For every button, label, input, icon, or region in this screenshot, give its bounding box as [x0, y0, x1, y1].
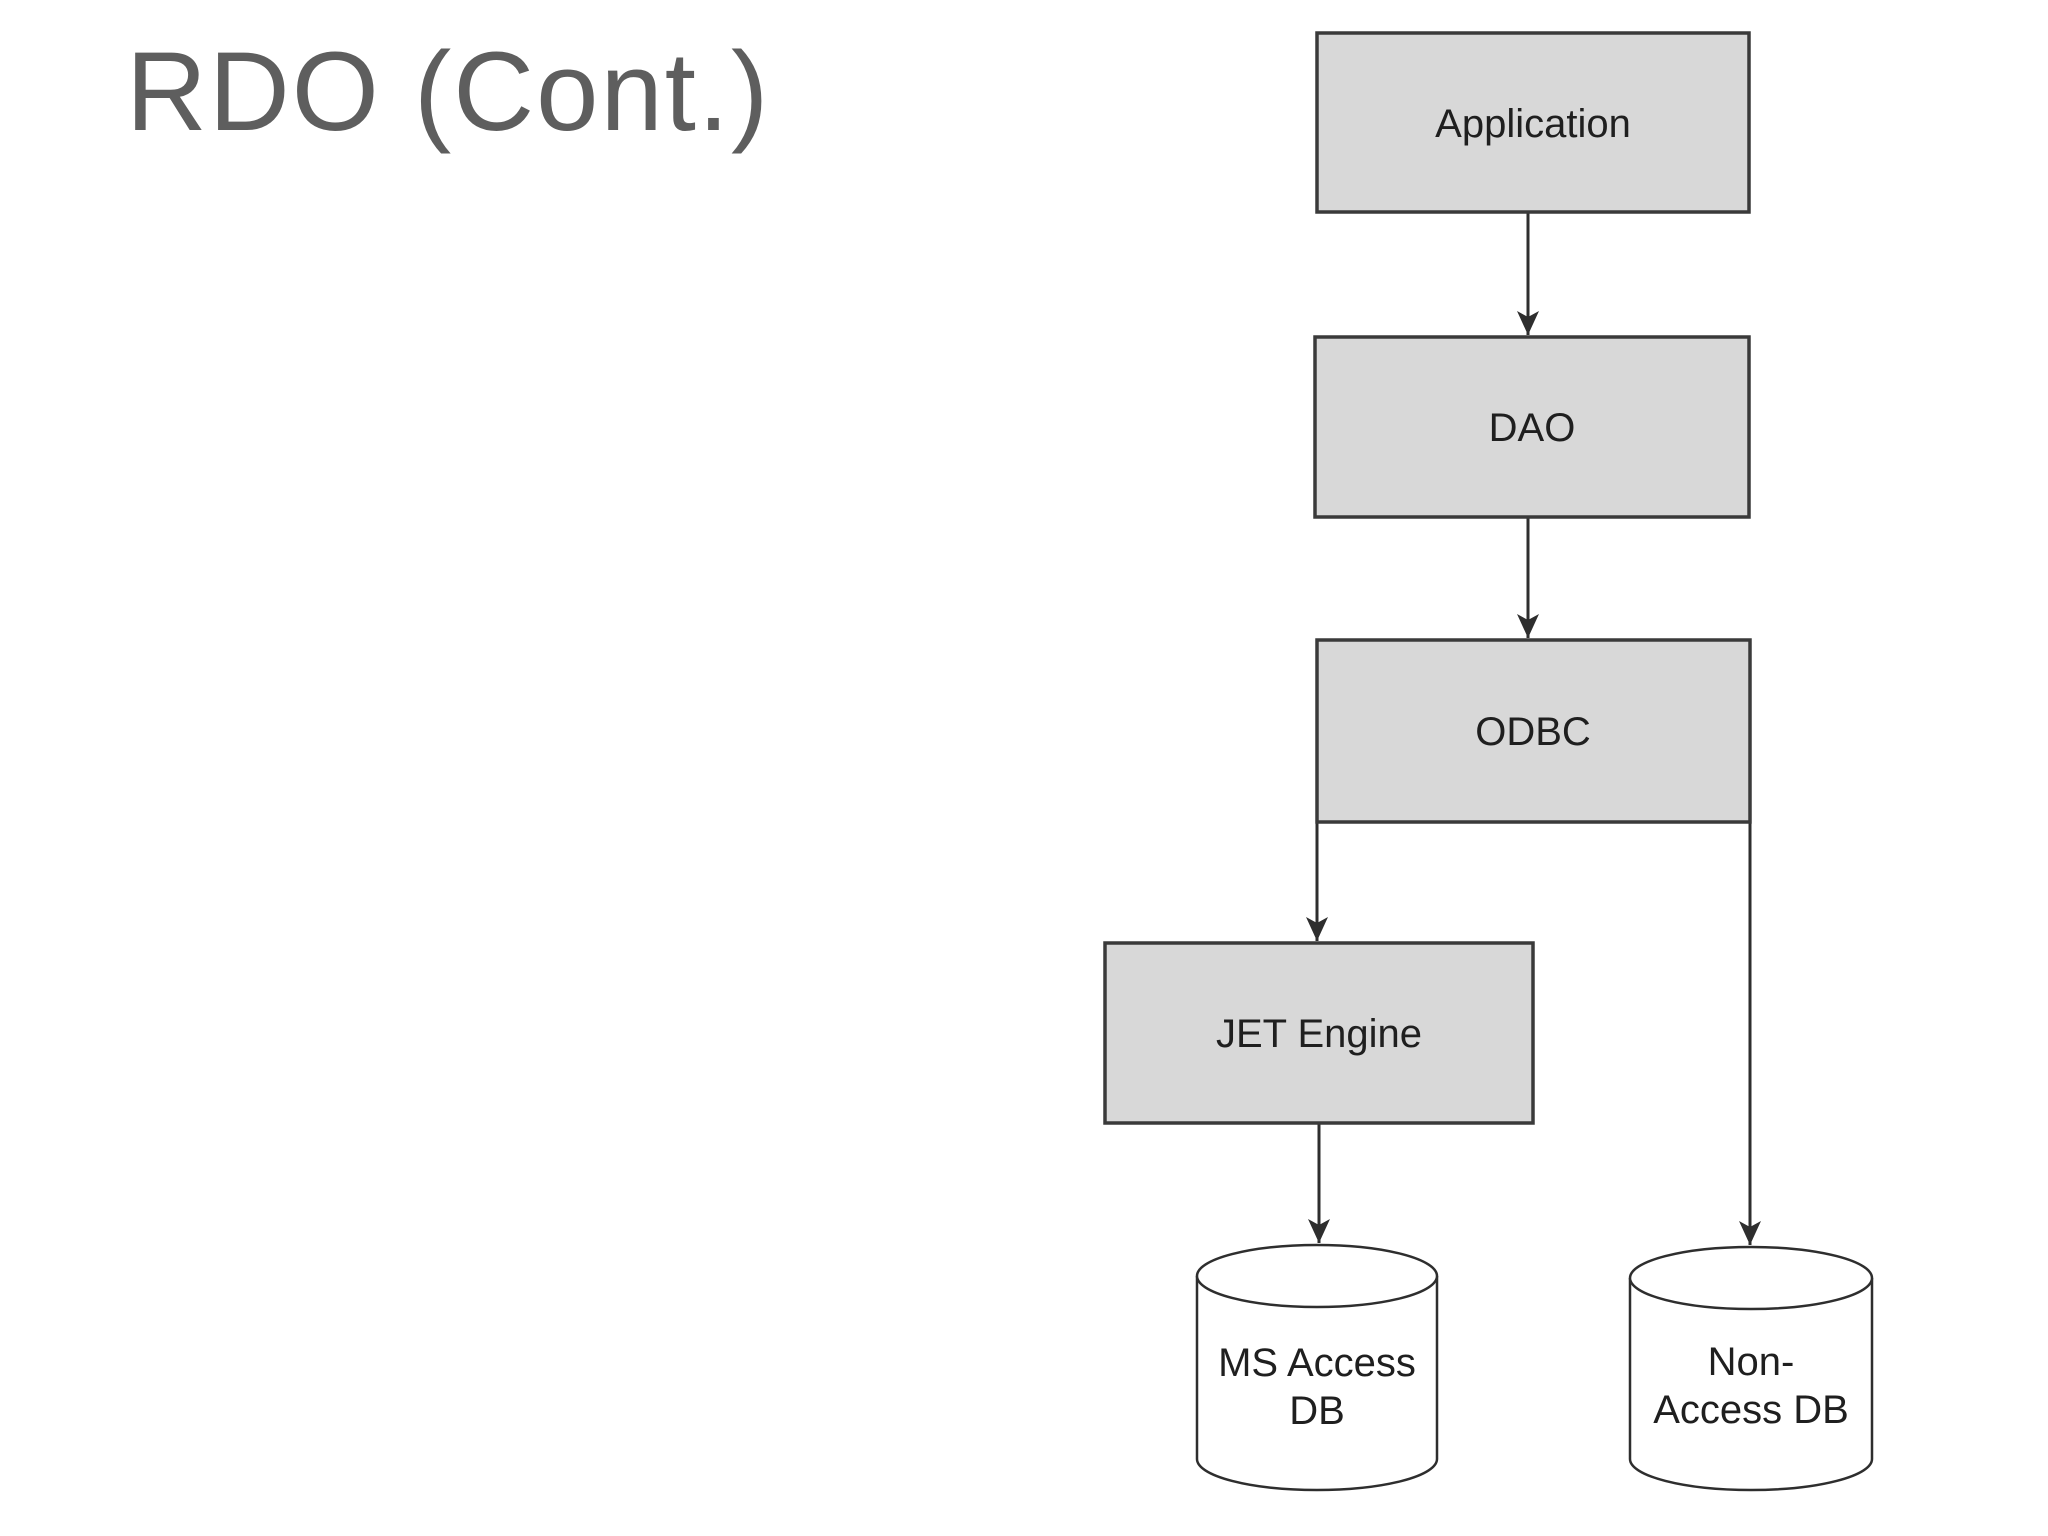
non-access-db-label-line2: Access DB [1653, 1388, 1849, 1432]
page-title: RDO (Cont.) [126, 29, 771, 154]
odbc-box [1315, 638, 1752, 824]
jet-engine-box [1103, 941, 1535, 1125]
node-non-access-db: Non- Access DB [1628, 1245, 1874, 1492]
ms-access-db-cylinder-top [1195, 1243, 1439, 1309]
non-access-db-label-line1: Non- [1708, 1340, 1795, 1384]
node-ms-access-db: MS Access DB [1195, 1243, 1439, 1492]
non-access-db-cylinder-top [1628, 1245, 1874, 1311]
ms-access-db-label-line2: DB [1289, 1389, 1345, 1433]
edges [1306, 212, 1761, 1245]
node-dao: DAO [1313, 335, 1751, 519]
node-jet-engine: JET Engine [1103, 941, 1535, 1125]
non-access-db-cylinder-body [1628, 1278, 1874, 1492]
ms-access-db-label-line1: MS Access [1218, 1341, 1416, 1385]
node-application: Application [1315, 31, 1751, 214]
ms-access-db-cylinder-body [1195, 1276, 1439, 1492]
application-label: Application [1435, 102, 1631, 146]
odbc-label: ODBC [1475, 710, 1591, 754]
node-odbc: ODBC [1315, 638, 1752, 824]
jet-engine-label: JET Engine [1216, 1012, 1422, 1056]
dao-box [1313, 335, 1751, 519]
application-box [1315, 31, 1751, 214]
dao-label: DAO [1489, 406, 1576, 450]
